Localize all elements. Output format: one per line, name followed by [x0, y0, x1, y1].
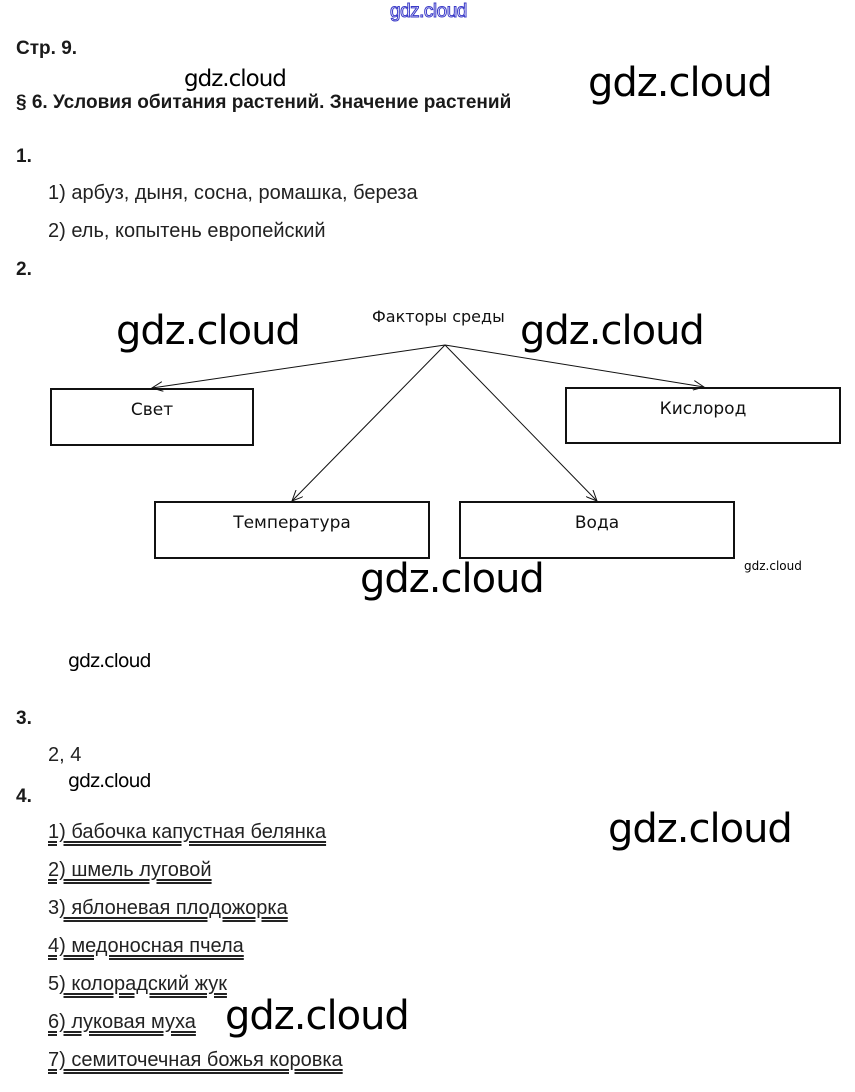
watermark: gdz.cloud	[360, 556, 545, 602]
insect-item: 3) яблоневая плодожорка	[48, 897, 288, 920]
diagram-node-temperature: Температура	[154, 501, 430, 559]
section-title: § 6. Условия обитания растений. Значение…	[16, 92, 512, 113]
node-label: Вода	[574, 513, 620, 533]
insect-item-text: ) яблоневая плодожорка	[59, 897, 288, 919]
diagram-root-label: Факторы среды	[372, 307, 505, 326]
watermark-top: gdz.cloud	[390, 1, 468, 23]
insect-item-prefix: 5	[48, 973, 60, 995]
insect-item: 4) медоносная пчела	[48, 935, 244, 958]
insect-item-text: 2) шмель луговой	[48, 859, 212, 881]
answer-line: 2) ель, копытень европейский	[48, 220, 326, 242]
watermark: gdz.cloud	[225, 993, 410, 1039]
insect-item: 1) бабочка капустная белянка	[48, 821, 326, 844]
page-label: Стр. 9.	[16, 38, 78, 59]
question-number: 1.	[16, 146, 32, 167]
insect-item: 6) луковая муха	[48, 1011, 196, 1034]
question-number: 4.	[16, 786, 32, 807]
insect-item: 2) шмель луговой	[48, 859, 212, 882]
insect-item-text: 4) медоносная пчела	[48, 935, 244, 957]
answer-line: 1) арбуз, дыня, сосна, ромашка, береза	[48, 182, 418, 204]
watermark: gdz.cloud	[520, 308, 705, 354]
node-label: Кислород	[659, 399, 747, 419]
insect-item: 7) семиточечная божья коровка	[48, 1049, 343, 1072]
watermark: gdz.cloud	[608, 806, 793, 852]
diagram-node-oxygen: Кислород	[565, 387, 841, 444]
arrow-to-temperature	[292, 344, 446, 501]
watermark: gdz.cloud	[116, 308, 301, 354]
insect-item: 5) колорадский жук	[48, 973, 227, 996]
watermark: gdz.cloud	[588, 60, 773, 106]
answer-line: 2, 4	[48, 744, 82, 766]
diagram-node-light: Свет	[50, 388, 254, 446]
question-number: 3.	[16, 708, 32, 729]
question-number: 2.	[16, 259, 32, 280]
insect-item-text: 7) семиточечная божья коровка	[48, 1049, 343, 1071]
watermark: gdz.cloud	[68, 650, 152, 672]
watermark: gdz.cloud	[744, 559, 802, 573]
node-label: Температура	[233, 513, 351, 533]
watermark: gdz.cloud	[184, 66, 287, 92]
insect-item-text: 1) бабочка капустная белянка	[48, 821, 327, 843]
insect-item-text: ) колорадский жук	[59, 973, 227, 995]
diagram-node-water: Вода	[459, 501, 735, 559]
watermark: gdz.cloud	[68, 770, 152, 792]
node-label: Свет	[130, 400, 174, 420]
insect-item-prefix: 3	[48, 897, 60, 919]
insect-item-text: 6) луковая муха	[48, 1011, 196, 1033]
